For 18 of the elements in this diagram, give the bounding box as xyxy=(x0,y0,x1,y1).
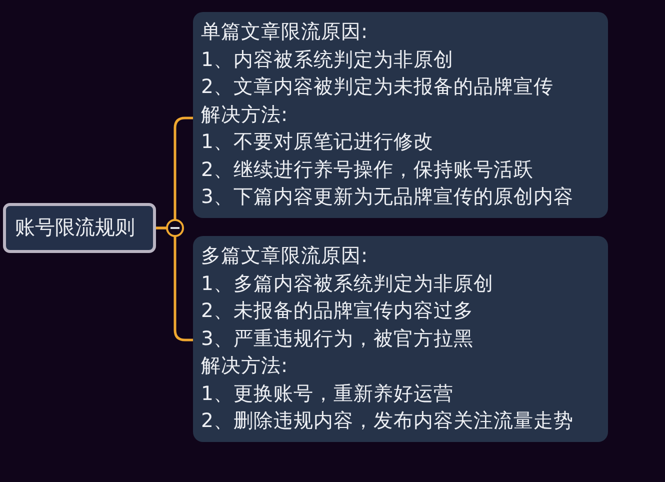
text-line: 多篇文章限流原因: xyxy=(201,243,368,269)
text-line: 1、内容被系统判定为非原创 xyxy=(201,46,454,72)
text-line: 2、未报备的品牌宣传内容过多 xyxy=(201,298,474,324)
text-line: 3、严重违规行为，被官方拉黑 xyxy=(201,326,474,352)
text-line: 2、删除违规内容，发布内容关注流量走势 xyxy=(201,408,574,434)
text-line: 解决方法: xyxy=(201,353,288,379)
text-line: 单篇文章限流原因: xyxy=(201,19,368,45)
text-line: 2、继续进行养号操作，保持账号活跃 xyxy=(201,156,534,182)
text-line: 1、不要对原笔记进行修改 xyxy=(201,129,434,155)
text-line: 2、文章内容被判定为未报备的品牌宣传 xyxy=(201,74,554,100)
text-line: 账号限流规则 xyxy=(15,214,135,240)
topic-box xyxy=(3,203,156,253)
text-line: 3、下篇内容更新为无品牌宣传的原创内容 xyxy=(201,184,574,210)
text-line: 1、多篇内容被系统判定为非原创 xyxy=(201,270,494,296)
text-line: 1、更换账号，重新养好运营 xyxy=(201,380,454,406)
note-card xyxy=(193,236,608,442)
note-card xyxy=(193,12,608,218)
text-line: 解决方法: xyxy=(201,102,288,128)
